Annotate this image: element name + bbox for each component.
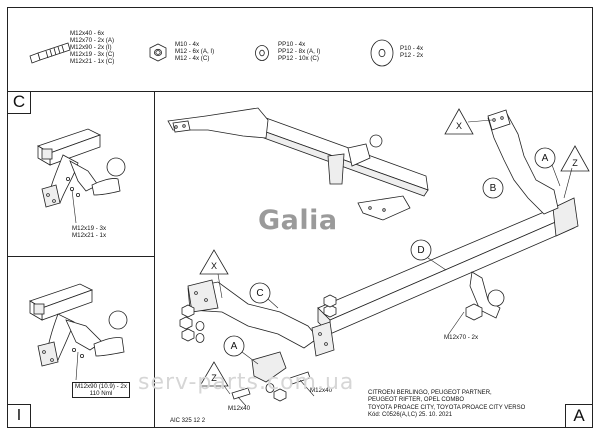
callout-d-label: D [417,245,424,256]
vehicle-line: CITROEN BERLINGO, PEUGEOT PARTNER, [368,390,492,396]
galia-logo: Galia [258,205,338,236]
callout-z-1-label: Z [572,158,578,168]
callout-b [482,177,504,199]
large-washer-item: P12 - 2x [400,52,424,60]
panel-c-label: C [8,91,31,114]
tow-ball-neck [469,271,501,319]
large-washer-icon [370,39,394,67]
washer-item: PP12 - 8x (A, I) [278,48,321,56]
bolt-list: M12x40 - 6x M12x70 - 2x (A) M12x90 - 2x … [70,30,114,65]
callout-a-1-label: A [231,341,238,352]
large-washer-list: P10 - 4x P12 - 2x [400,45,423,59]
callout-a-2 [534,147,556,169]
hardware-legend: M12x40 - 6x M12x70 - 2x (A) M12x90 - 2x … [8,8,592,92]
nut-item: M12 - 6x (A, I) [175,48,215,56]
large-washer-item: P10 - 4x [400,45,424,52]
label-m12x40-2: M12x40 [310,387,333,394]
mount-plate-a [251,351,287,383]
label-m12x40-1: M12x40 [228,405,251,412]
callout-c-label: C [256,288,263,299]
tow-ball [487,289,505,307]
side-bracket-c [187,281,319,349]
callout-z-1 [560,145,590,172]
bolt-item: M12x40 - 6x [70,30,105,37]
callout-x-2 [199,249,229,275]
washer-item: PP10 - 4x [278,41,306,48]
side-bracket-b [487,111,559,215]
panel-c-bolt: M12x21 - 1x [72,232,107,240]
bolt-icon [29,42,71,64]
nut-item: M12 - 4x (C) [175,55,210,63]
vehicle-line: TOYOTA PROACE CITY, TOYOTA PROACE CITY V… [368,404,526,411]
nut-item: M10 - 4x [175,41,200,48]
panel-i-bolt: M12x90 (10.9) - 2x [75,383,127,390]
callout-c [249,282,271,304]
panel-c-bolts: M12x19 - 3x M12x21 - 1x [72,225,106,239]
panel-i-torque: 110 Nml [89,390,113,398]
main-assembly-drawing: X Z X Z D C A A B M12x70 - 2x M12x40 M12… [167,107,590,412]
vehicle-line: Kód: C0526(A,I,C) 25. 10. 2021 [368,412,453,419]
detail-panel-c: C M12x19 - 3 [8,91,154,257]
panel-c-drawing [37,128,126,224]
vehicle-line: PEUGEOT RIFTER, OPEL COMBO [368,397,465,404]
panel-c-bolt: M12x19 - 3x [72,225,107,232]
panel-i-drawing [29,283,128,381]
callout-x-1-label: X [456,121,462,131]
washer-icon [255,45,269,61]
callout-a-2-label: A [542,153,549,164]
callout-d [410,239,432,261]
callout-x-1 [444,108,474,135]
tow-bar-beam [317,203,575,321]
nut-icon [149,43,167,62]
callout-a-1 [223,335,245,357]
bolt-item: M12x21 - 1x (C) [70,58,115,66]
panel-i-spec-box: M12x90 (10.9) - 2x 110 Nml [72,382,130,399]
panel-i-label: I [8,404,31,427]
drawing-code: AIC 325 12 2 [170,418,206,424]
washer-item: PP12 - 10x (C) [278,55,319,63]
bumper-beam [265,117,429,191]
hardware-icons [29,39,394,67]
drawing-sheet: M12x40 - 6x M12x70 - 2x (A) M12x90 - 2x … [7,7,593,428]
bolt-item: M12x70 - 2x (A) [70,37,115,45]
vehicle-list: CITROEN BERLINGO, PEUGEOT PARTNER, PEUGE… [368,390,525,420]
watermark: serv-parts.com.ua [138,370,355,395]
detail-panels: C M12x19 - 3 [8,91,155,427]
detail-panel-i: M12x90 (10.9) - 2x 110 Nml I [8,256,154,427]
washer-list: PP10 - 4x PP12 - 8x (A, I) PP12 - 10x (C… [278,41,320,62]
bolt-item: M12x19 - 3x (C) [70,51,115,59]
label-m12x70: M12x70 - 2x [444,334,479,341]
callout-b-label: B [490,183,497,194]
bolt-item: M12x90 - 2x (I) [70,44,112,52]
nut-list: M10 - 4x M12 - 6x (A, I) M12 - 4x (C) [175,41,214,62]
callout-x-2-label: X [211,261,217,271]
callout-z-2-label: Z [211,373,217,383]
callout-z-2 [199,361,229,387]
main-corner-label: A [565,404,592,427]
